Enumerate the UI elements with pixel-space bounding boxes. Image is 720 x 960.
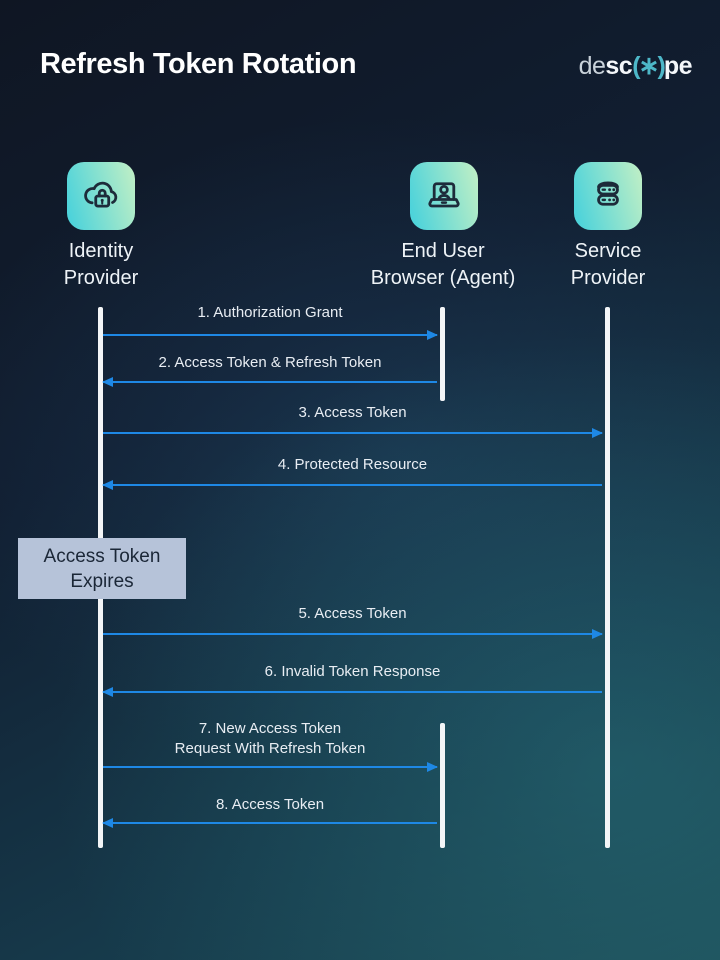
arrowhead-left-icon xyxy=(102,480,113,490)
message-arrow-4 xyxy=(102,480,602,490)
arrowhead-right-icon xyxy=(427,762,438,772)
message-arrow-7 xyxy=(103,762,438,772)
arrowhead-left-icon xyxy=(102,377,113,387)
message-arrow-8 xyxy=(102,818,437,828)
lifeline-end-user-browser-upper xyxy=(440,307,445,401)
actor-tile-end-user-browser xyxy=(410,162,478,230)
message-arrow-5 xyxy=(103,629,603,639)
message-label-8: 8. Access Token xyxy=(215,796,325,813)
logo-text-bold-1: sc xyxy=(605,52,633,80)
lifeline-end-user-browser-lower xyxy=(440,723,445,848)
page-title: Refresh Token Rotation xyxy=(40,48,357,80)
logo-text-bold-2: pe xyxy=(663,52,693,80)
message-label-5: 5. Access Token xyxy=(298,605,407,622)
arrowhead-left-icon xyxy=(102,818,113,828)
message-arrow-2 xyxy=(102,377,437,387)
cloud-lock-icon xyxy=(84,181,118,208)
arrowhead-right-icon xyxy=(592,629,603,639)
message-arrow-3 xyxy=(103,428,603,438)
message-arrow-1 xyxy=(103,330,438,340)
message-label-4: 4. Protected Resource xyxy=(277,456,428,473)
logo-text-light: de xyxy=(578,52,606,80)
actor-tile-identity-provider xyxy=(67,162,135,230)
arrowhead-left-icon xyxy=(102,687,113,697)
message-label-2: 2. Access Token & Refresh Token xyxy=(158,354,382,371)
actor-label-service-provider: Service Provider xyxy=(570,240,646,289)
descope-logo: desc(∗)pe xyxy=(578,51,693,81)
message-label-1: 1. Authorization Grant xyxy=(197,304,343,321)
message-label-6: 6. Invalid Token Response xyxy=(264,663,441,680)
lifeline-service-provider xyxy=(605,307,610,848)
actor-label-identity-provider: Identity Provider xyxy=(63,240,139,289)
arrowhead-right-icon xyxy=(427,330,438,340)
message-label-3: 3. Access Token xyxy=(298,404,407,421)
descope-asterisk-icon: (∗) xyxy=(632,52,666,80)
actor-tile-service-provider xyxy=(574,162,642,230)
message-arrow-6 xyxy=(102,687,602,697)
note-access-token-expires: Access Token Expires xyxy=(18,538,186,599)
arrowhead-right-icon xyxy=(592,428,603,438)
laptop-user-icon xyxy=(428,182,460,208)
actor-label-end-user-browser: End User Browser (Agent) xyxy=(370,240,516,289)
server-icon xyxy=(597,181,619,206)
